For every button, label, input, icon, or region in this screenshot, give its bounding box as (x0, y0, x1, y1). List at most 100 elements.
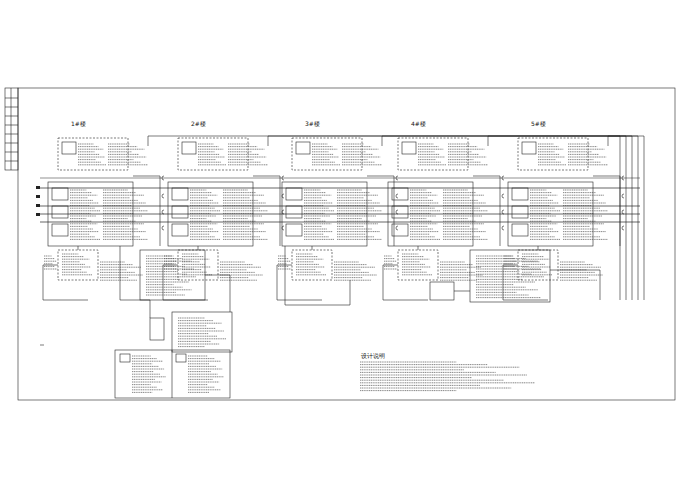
cad-text-strokes (103, 229, 138, 230)
title-strip (5, 88, 18, 170)
cad-text-strokes (223, 236, 260, 237)
cad-text-strokes (220, 277, 249, 278)
cad-text-strokes (188, 382, 219, 383)
cad-text-strokes (440, 280, 477, 281)
cad-text-strokes (132, 358, 157, 359)
cad-text-strokes (190, 203, 219, 204)
cad-text-strokes (440, 275, 483, 276)
sub-panel (58, 250, 98, 280)
wire (538, 246, 539, 250)
wire (285, 246, 350, 305)
cad-text-strokes (563, 226, 590, 227)
cad-text-strokes (538, 164, 566, 165)
cad-text-strokes (296, 259, 323, 260)
cad-text-strokes (560, 264, 593, 265)
cad-text-strokes (223, 221, 256, 222)
cad-text-strokes (132, 382, 161, 383)
cad-text-strokes (132, 369, 164, 370)
cad-text-strokes (44, 266, 55, 267)
cad-text-strokes (220, 280, 257, 281)
cad-text-strokes (360, 372, 496, 373)
cad-text-strokes (568, 159, 594, 160)
cad-text-strokes (448, 157, 486, 158)
cad-text-strokes (530, 216, 556, 217)
cad-text-strokes (568, 162, 601, 163)
table-box (115, 350, 230, 398)
outlet-symbol (162, 194, 164, 198)
cad-text-strokes (448, 164, 488, 165)
cad-text-strokes (418, 149, 443, 150)
cad-text-strokes (418, 146, 438, 147)
cad-text-strokes (337, 221, 370, 222)
cad-text-strokes (530, 208, 555, 209)
outlet-symbol (162, 226, 164, 230)
cad-text-strokes (188, 374, 218, 375)
cad-text-strokes (103, 192, 136, 193)
cad-text-strokes (228, 146, 257, 147)
cad-text-strokes (410, 239, 440, 240)
cad-text-strokes (402, 267, 431, 268)
bus-line (40, 188, 640, 189)
cad-text-strokes (190, 226, 208, 227)
cad-text-strokes (337, 234, 366, 235)
cad-text-strokes (538, 154, 560, 155)
cad-text-strokes (78, 159, 96, 160)
bus-terminal (36, 186, 40, 189)
cad-text-strokes (530, 229, 553, 230)
cad-text-strokes (530, 236, 555, 237)
cad-text-strokes (304, 216, 330, 217)
title-strip-row (5, 143, 18, 144)
breaker-group (512, 188, 528, 200)
cad-text-strokes (312, 154, 334, 155)
riser-wire (148, 136, 620, 300)
cad-text-strokes (443, 210, 488, 211)
cad-text-strokes (312, 146, 332, 147)
cad-text-strokes (334, 264, 367, 265)
cad-text-strokes (440, 264, 473, 265)
outlet-symbol (396, 226, 398, 230)
cad-text-strokes (198, 149, 223, 150)
cad-text-strokes (304, 208, 329, 209)
cad-text-strokes (448, 151, 472, 152)
cad-text-strokes (563, 200, 598, 201)
riser-wire (500, 176, 501, 246)
cad-text-strokes (342, 162, 375, 163)
cad-text-strokes (440, 277, 469, 278)
cad-text-strokes (337, 208, 374, 209)
cad-text-strokes (132, 392, 152, 393)
cad-text-strokes (70, 221, 92, 222)
wire (198, 246, 199, 250)
cad-text-strokes (78, 157, 105, 158)
cad-text-strokes (563, 203, 606, 204)
cad-text-strokes (100, 262, 125, 263)
cad-text-strokes (530, 218, 547, 219)
cad-text-strokes (563, 195, 604, 196)
cad-text-strokes (103, 226, 130, 227)
cad-text-strokes (334, 269, 361, 270)
cad-text-strokes (70, 223, 97, 224)
cad-text-strokes (146, 274, 187, 275)
cad-text-strokes (304, 195, 331, 196)
breaker-group (512, 224, 528, 236)
cad-text-strokes (44, 269, 57, 270)
cad-text-strokes (108, 159, 134, 160)
cad-text-strokes (100, 280, 137, 281)
cad-text-strokes (410, 221, 432, 222)
cad-text-strokes (418, 164, 446, 165)
cad-text-strokes (360, 390, 456, 391)
cad-text-strokes (62, 264, 85, 265)
cad-text-strokes (108, 144, 130, 145)
cad-text-strokes (476, 256, 513, 257)
cad-text-strokes (342, 164, 382, 165)
cad-text-strokes (563, 208, 600, 209)
cad-text-strokes (337, 200, 372, 201)
cad-text-strokes (304, 229, 327, 230)
cad-text-strokes (410, 218, 427, 219)
cad-text-strokes (190, 195, 217, 196)
cad-text-strokes (190, 239, 220, 240)
wire (418, 246, 419, 250)
cad-text-strokes (108, 157, 146, 158)
bus-line (40, 206, 640, 207)
cad-text-strokes (360, 367, 519, 368)
